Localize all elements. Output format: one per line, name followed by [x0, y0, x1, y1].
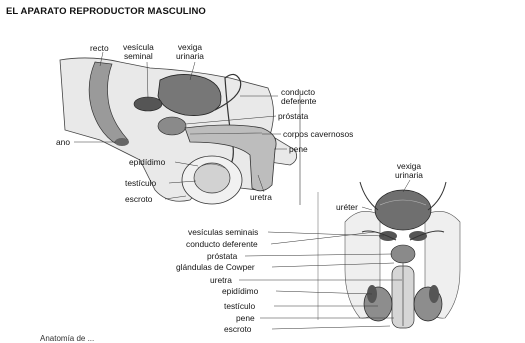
label-front-escroto: escroto [224, 325, 251, 334]
label-escroto: escroto [125, 195, 152, 204]
label-front-pene: pene [236, 314, 255, 323]
label-front-prostata: próstata [207, 252, 237, 261]
label-testiculo: testículo [125, 179, 156, 188]
label-corpos-cavernosos: corpos cavernosos [283, 130, 353, 139]
side-view-diagram [60, 52, 300, 205]
prostate-shape [158, 117, 186, 135]
label-front-ureter: uréter [336, 203, 358, 212]
front-prostate-shape [391, 245, 415, 263]
label-vexiga-urinaria: vexiga urinaria [176, 43, 204, 61]
label-front-glandulas-cowper: glándulas de Cowper [176, 263, 255, 272]
label-epididimo: epidídimo [129, 158, 165, 167]
front-bladder-shape [375, 190, 431, 230]
label-recto: recto [90, 44, 109, 53]
label-vesicula-seminal: vesícula seminal [123, 43, 154, 61]
label-conducto-deferente: conducto deferente [281, 88, 316, 106]
seminal-vesicle-shape [134, 97, 162, 111]
label-front-uretra: uretra [210, 276, 232, 285]
label-front-epididimo: epidídimo [222, 287, 258, 296]
label-front-testiculo: testículo [224, 302, 255, 311]
label-ano: ano [56, 138, 70, 147]
label-front-conducto-deferente: conducto deferente [186, 240, 258, 249]
label-uretra: uretra [250, 193, 272, 202]
label-front-vexiga-urinaria: vexiga urinaria [395, 162, 423, 180]
label-prostata: próstata [278, 112, 308, 121]
label-front-vesiculas-seminais: vesículas seminais [188, 228, 258, 237]
label-pene: pene [289, 145, 308, 154]
